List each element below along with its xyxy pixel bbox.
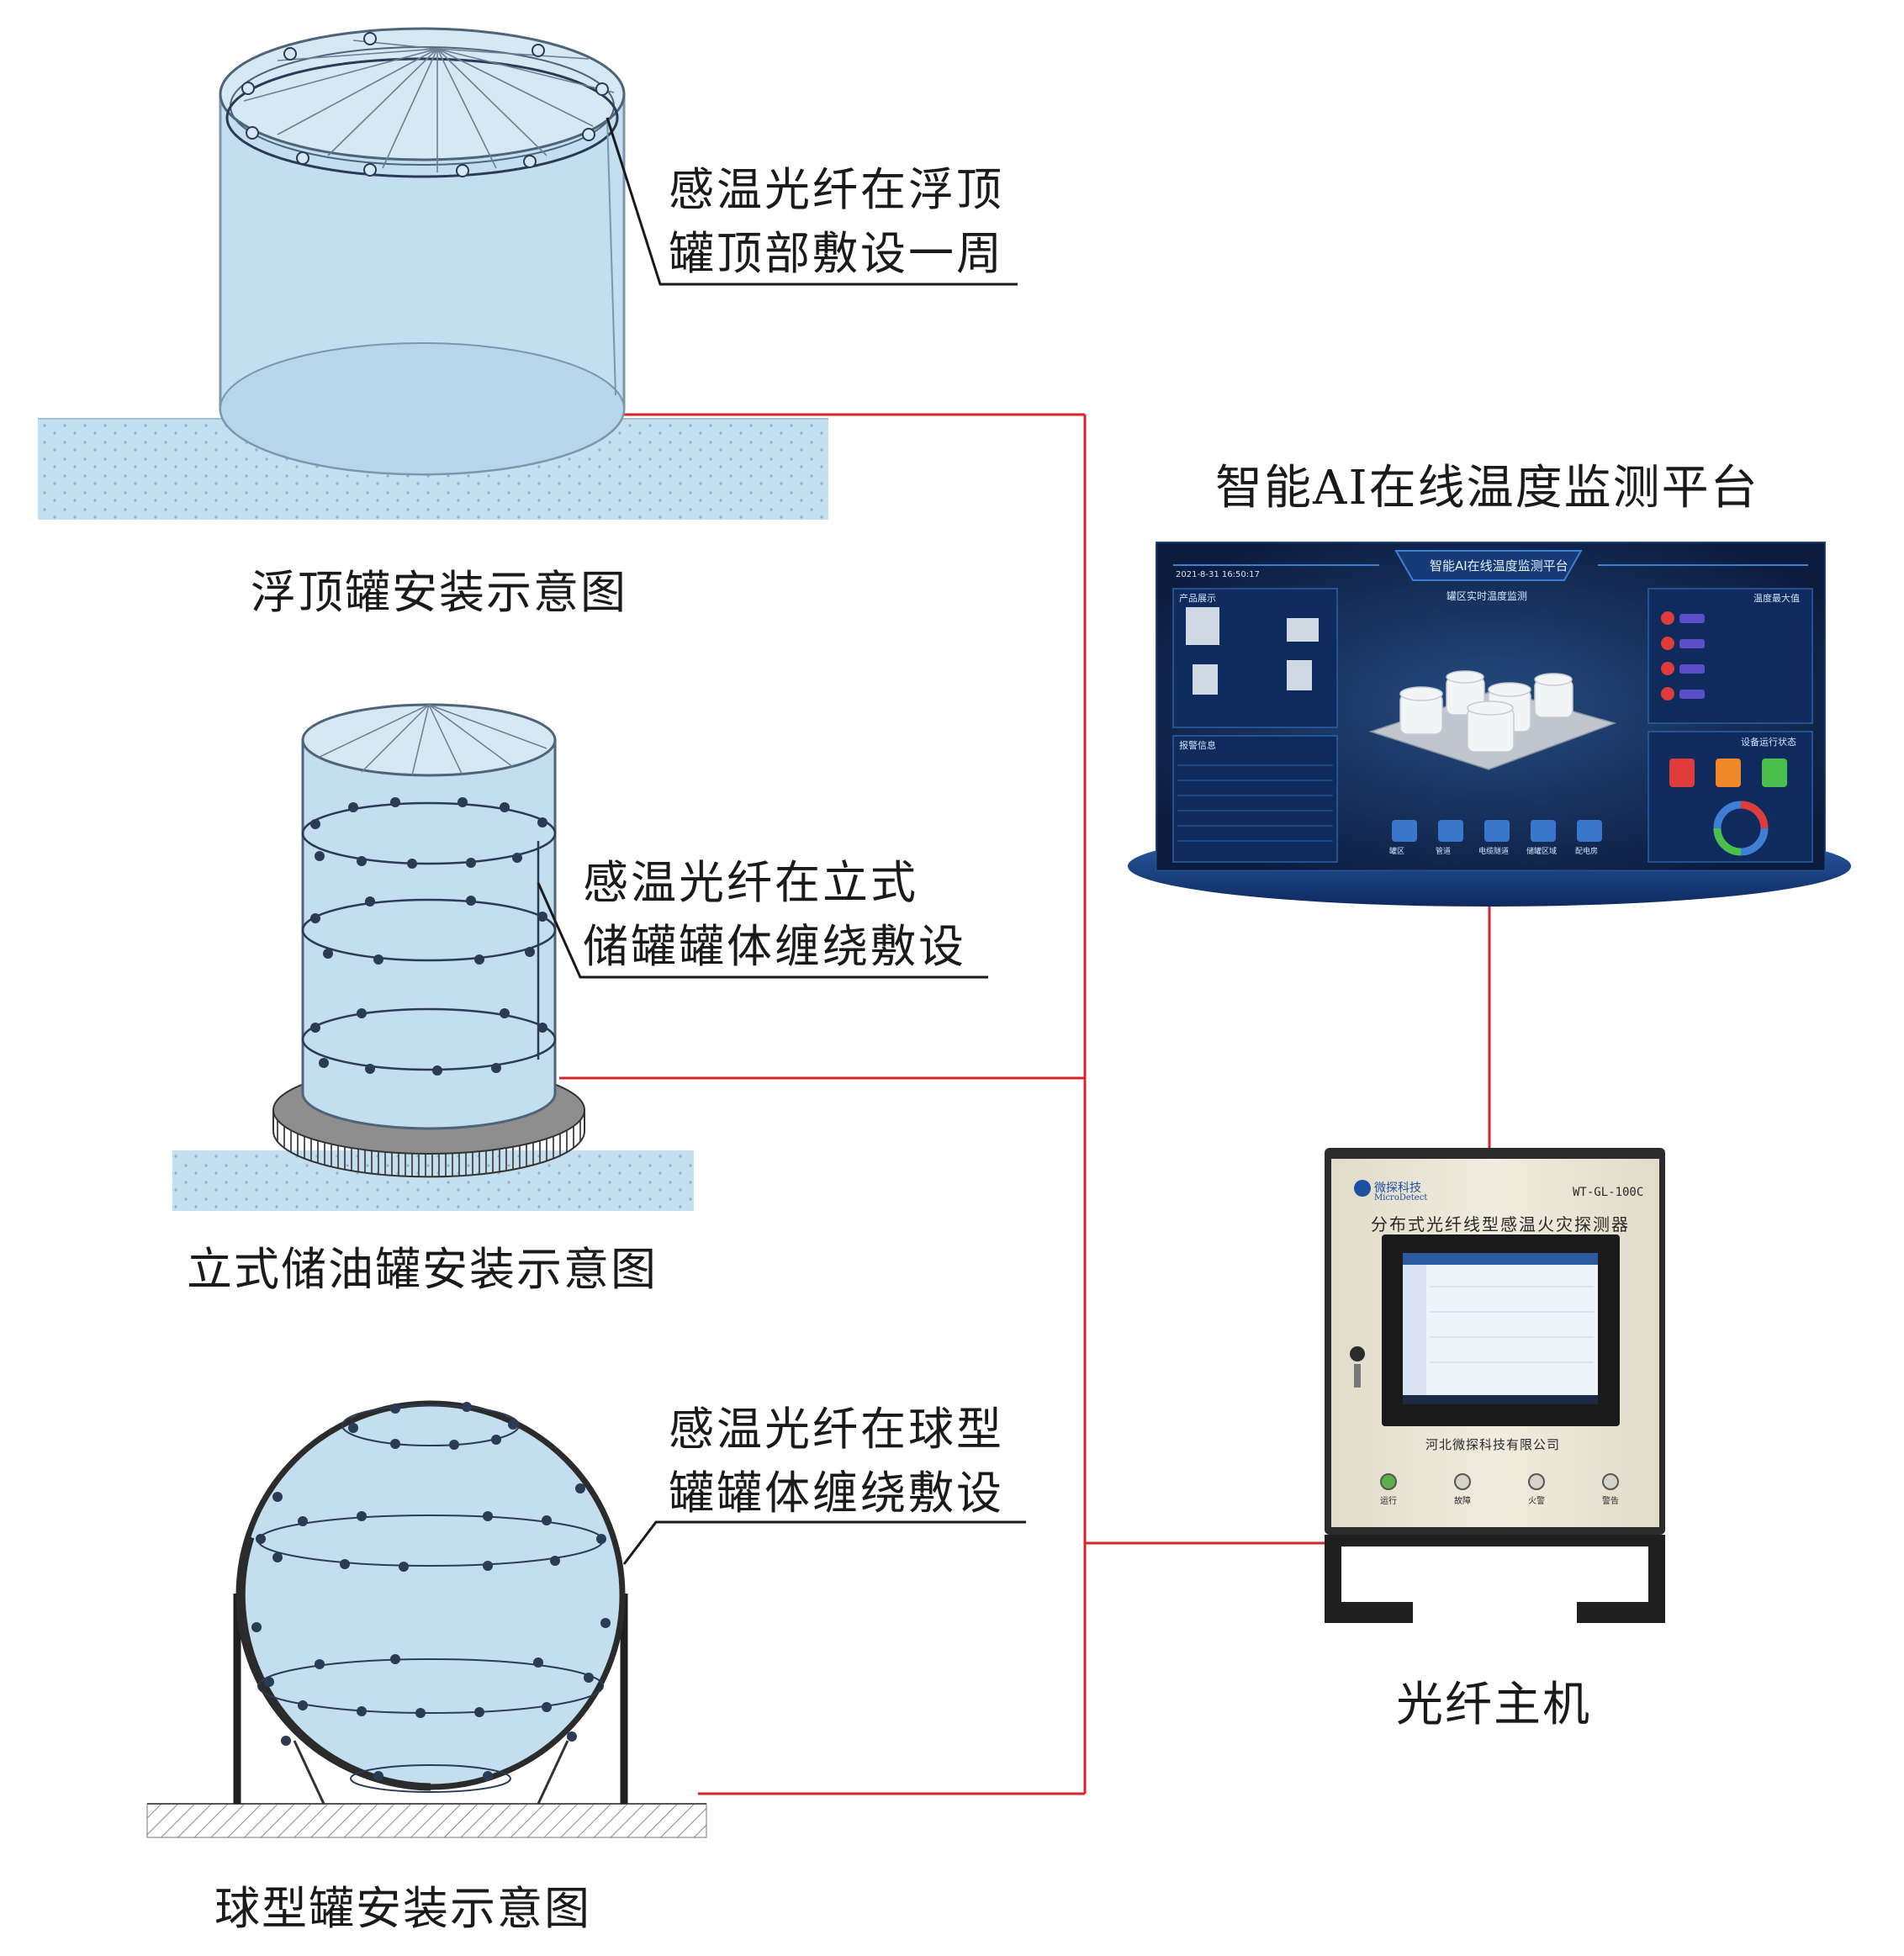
host-product-name: 分布式光纤线型感温火灾探测器 [1371, 1214, 1630, 1234]
key-lock-icon [1350, 1346, 1365, 1361]
floating-tank-annotation-line1: 感温光纤在浮顶 [669, 163, 1004, 216]
connector-lines [559, 413, 1491, 1795]
fiber-host-cabinet [1325, 1148, 1665, 1623]
screen-nav-item-4: 储罐区域 [1526, 848, 1558, 856]
wrap-fiber-loops [301, 801, 557, 1071]
floating-tank-caption: 浮顶罐安装示意图 [251, 566, 627, 619]
wrap-fiber-points [310, 797, 547, 1076]
screen-nav-item-2: 管道 [1436, 848, 1452, 856]
screen-tank-models [1399, 670, 1573, 753]
screen-panel-products: 产品展示 [1179, 593, 1216, 604]
host-company: 河北微探科技有限公司 [1425, 1437, 1561, 1452]
warning-light-icon [1602, 1473, 1619, 1490]
annotation-leaders [537, 117, 1026, 1565]
floating-roof-tank [38, 27, 828, 520]
spherical-tank-annotation: 感温光纤在球型 罐罐体缠绕敷设 [669, 1398, 1004, 1525]
screen-nav-item-3: 电缆隧道 [1478, 848, 1510, 856]
floating-tank-annotation-line2: 罐顶部敷设一周 [669, 227, 1004, 280]
spherical-tank [146, 1400, 707, 1838]
roof-ribs [243, 40, 615, 172]
platform-title: 智能AI在线温度监测平台 [1215, 461, 1759, 515]
vertical-tank-caption: 立式储油罐安装示意图 [187, 1243, 658, 1296]
host-indicator-run: 运行 [1380, 1497, 1397, 1506]
run-light-icon [1380, 1473, 1397, 1490]
fault-light-icon [1454, 1473, 1471, 1490]
vertical-oil-tank [172, 703, 694, 1211]
vertical-tank-annotation-line1: 感温光纤在立式 [583, 856, 918, 909]
screen-center-heading: 罐区实时温度监测 [1447, 590, 1528, 602]
brand-logo-icon [1354, 1180, 1371, 1197]
roof-fiber-loop [225, 57, 619, 178]
host-caption: 光纤主机 [1396, 1678, 1591, 1732]
vertical-tank-annotation-line2: 储罐罐体缠绕敷设 [583, 920, 966, 973]
spherical-tank-annotation-line1: 感温光纤在球型 [669, 1403, 1004, 1456]
screen-nav-icons [1392, 820, 1602, 842]
host-indicator-fault: 故障 [1454, 1497, 1471, 1506]
host-model: WT-GL-100C [1573, 1186, 1644, 1199]
screen-timestamp: 2021-8-31 16:50:17 [1176, 570, 1260, 579]
screen-title: 智能AI在线温度监测平台 [1430, 558, 1568, 574]
indicator-lights [1380, 1473, 1619, 1490]
host-brand-en: MicroDetect [1374, 1193, 1428, 1203]
host-indicator-fire: 火警 [1528, 1497, 1545, 1506]
screen-nav-item-5: 配电房 [1575, 848, 1599, 856]
screen-panel-device: 设备运行状态 [1741, 737, 1796, 748]
screen-nav-item-1: 罐区 [1389, 848, 1405, 856]
host-brand-cn: 微探科技 [1374, 1182, 1421, 1195]
roof-fiber-points [241, 32, 609, 177]
floating-tank-annotation: 感温光纤在浮顶 罐顶部敷设一周 [669, 158, 1004, 286]
sphere-fiber-points [251, 1402, 611, 1781]
fire-light-icon [1528, 1473, 1545, 1490]
host-indicator-warning: 警告 [1602, 1497, 1619, 1506]
spherical-tank-annotation-line2: 罐罐体缠绕敷设 [669, 1467, 1004, 1520]
platform-screen [1128, 542, 1851, 907]
spherical-tank-caption: 球型罐安装示意图 [214, 1882, 591, 1935]
screen-panel-stats: 温度最大值 [1753, 593, 1800, 604]
vertical-tank-annotation: 感温光纤在立式 储罐罐体缠绕敷设 [583, 851, 966, 979]
screen-panel-alarms: 报警信息 [1179, 740, 1216, 751]
